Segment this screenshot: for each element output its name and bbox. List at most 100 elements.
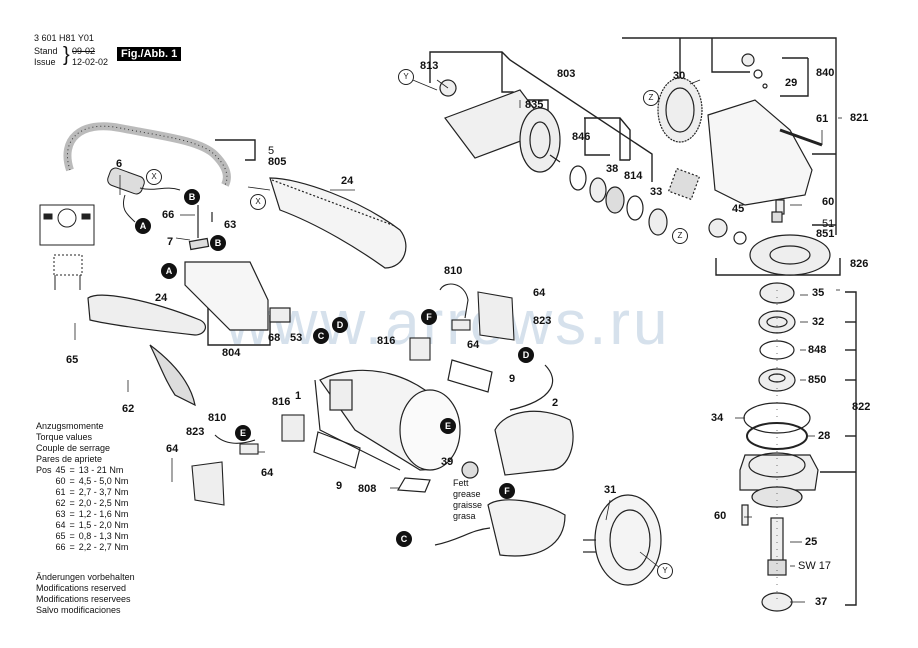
motor-housing [313, 359, 493, 493]
torque-eq: = [69, 542, 75, 552]
part-label-9-top: 9 [509, 373, 516, 385]
torque-pos: 65 [55, 531, 66, 541]
connector-marker-y: Y [398, 69, 414, 85]
part-label-68: 68 [268, 332, 281, 344]
stand-label: Stand [34, 46, 58, 56]
part-label-808: 808 [358, 483, 377, 495]
gear-housing [657, 53, 831, 276]
part-label-24-front: 24 [155, 292, 168, 304]
footer-note: Modifications reserved [36, 583, 127, 593]
footer-note: Änderungen vorbehalten [36, 572, 135, 582]
torque-eq: = [69, 520, 75, 530]
torque-values-section: Anzugsmomente Torque values Couple de se… [36, 421, 130, 553]
part-label-35: 35 [812, 287, 825, 299]
connector-marker-d: D [332, 317, 348, 333]
part-label-850: 850 [808, 374, 827, 386]
torque-row: 62=2,0 - 2,5 Nm [34, 498, 130, 509]
part-label-37: 37 [815, 596, 828, 608]
rear-handle-half [269, 177, 407, 269]
connector-marker-e: E [440, 418, 456, 434]
part-label-62: 62 [122, 403, 135, 415]
part-label-64-top: 64 [533, 287, 546, 299]
part-label-28: 28 [818, 430, 831, 442]
grease-note-line: grease [453, 489, 481, 499]
torque-pos: 62 [55, 498, 66, 508]
pos-label: Pos [36, 465, 52, 475]
part-label-33: 33 [650, 186, 663, 198]
grease-note-line: graisse [453, 500, 483, 510]
torque-title: Couple de serrage [36, 443, 111, 453]
part-label-60-housing: 60 [822, 196, 835, 208]
part-label-848: 848 [808, 344, 827, 356]
part-label-29: 29 [785, 77, 798, 89]
part-label-816-bottom: 816 [272, 396, 291, 408]
footer-notes: Änderungen vorbehalten Modifications res… [36, 572, 135, 616]
torque-row: 65=0,8 - 1,3 Nm [34, 531, 130, 542]
part-label-24-rear: 24 [341, 175, 354, 187]
issue-value: 12-02-02 [72, 57, 109, 67]
part-label-30: 30 [673, 70, 686, 82]
torque-title: Pares de apriete [36, 454, 103, 464]
torque-title: Torque values [36, 432, 93, 442]
part-label-31: 31 [604, 484, 617, 496]
part-label-7: 7 [167, 236, 174, 248]
figure-label: Fig./Abb. 1 [117, 47, 182, 61]
part-label-66: 66 [162, 209, 175, 221]
part-label-39: 39 [441, 456, 454, 468]
part-label-64-left: 64 [166, 443, 179, 455]
part-label-6: 6 [116, 158, 123, 170]
connector-marker-y: Y [657, 563, 673, 579]
front-handle-half [87, 294, 207, 407]
connector-marker-e: E [235, 425, 251, 441]
grease-note-line: Fett [453, 478, 469, 488]
torque-eq: = [69, 487, 75, 497]
part-label-34: 34 [711, 412, 724, 424]
part-label-53: 53 [290, 332, 303, 344]
torque-value: 2,7 - 3,7 Nm [78, 487, 129, 497]
part-label-61: 61 [816, 113, 829, 125]
switch-schematic [39, 204, 95, 290]
part-label-64-bottom: 64 [261, 467, 274, 479]
brace: } [63, 44, 70, 66]
part-label-835: 835 [525, 99, 544, 111]
issue-label: Issue [34, 57, 56, 67]
torque-row: 61=2,7 - 3,7 Nm [34, 487, 130, 498]
part-label-826: 826 [850, 258, 869, 270]
part-label-805: 805 [268, 156, 287, 168]
part-label-2: 2 [552, 397, 559, 409]
torque-pos: 60 [55, 476, 66, 486]
torque-row: 64=1,5 - 2,0 Nm [34, 520, 130, 531]
footer-note: Modifications reservees [36, 594, 131, 604]
part-label-65: 65 [66, 354, 79, 366]
part-label-810-bottom: 810 [208, 412, 227, 424]
part-label-9-bottom: 9 [336, 480, 343, 492]
part-label-60-spindle: 60 [714, 510, 727, 522]
torque-eq: = [69, 498, 75, 508]
switch-assembly [184, 205, 291, 331]
watermark: www.arrows.ru [225, 289, 671, 358]
torque-pos: 64 [55, 520, 66, 530]
part-label-63: 63 [224, 219, 237, 231]
part-label-1: 1 [295, 390, 302, 402]
torque-eq: = [69, 476, 75, 486]
brush-holders [191, 283, 515, 506]
part-label-814: 814 [624, 170, 643, 182]
connector-marker-x: X [250, 194, 266, 210]
torque-eq: = [69, 509, 75, 519]
part-label-sw17: SW 17 [798, 560, 832, 572]
torque-pos: 63 [55, 509, 66, 519]
connector-marker-a: A [135, 218, 151, 234]
part-label-32: 32 [812, 316, 825, 328]
torque-value: 1,5 - 2,0 Nm [78, 520, 129, 530]
part-label-823-top: 823 [533, 315, 552, 327]
power-cord [63, 122, 231, 223]
connector-marker-z: Z [672, 228, 688, 244]
torque-pos: 45 [55, 465, 66, 475]
torque-row: 63=1,2 - 1,6 Nm [34, 509, 130, 520]
torque-value: 4,5 - 5,0 Nm [78, 476, 129, 486]
torque-value: 2,0 - 2,5 Nm [78, 498, 129, 508]
part-label-846: 846 [572, 131, 591, 143]
part-label-821: 821 [850, 112, 869, 124]
